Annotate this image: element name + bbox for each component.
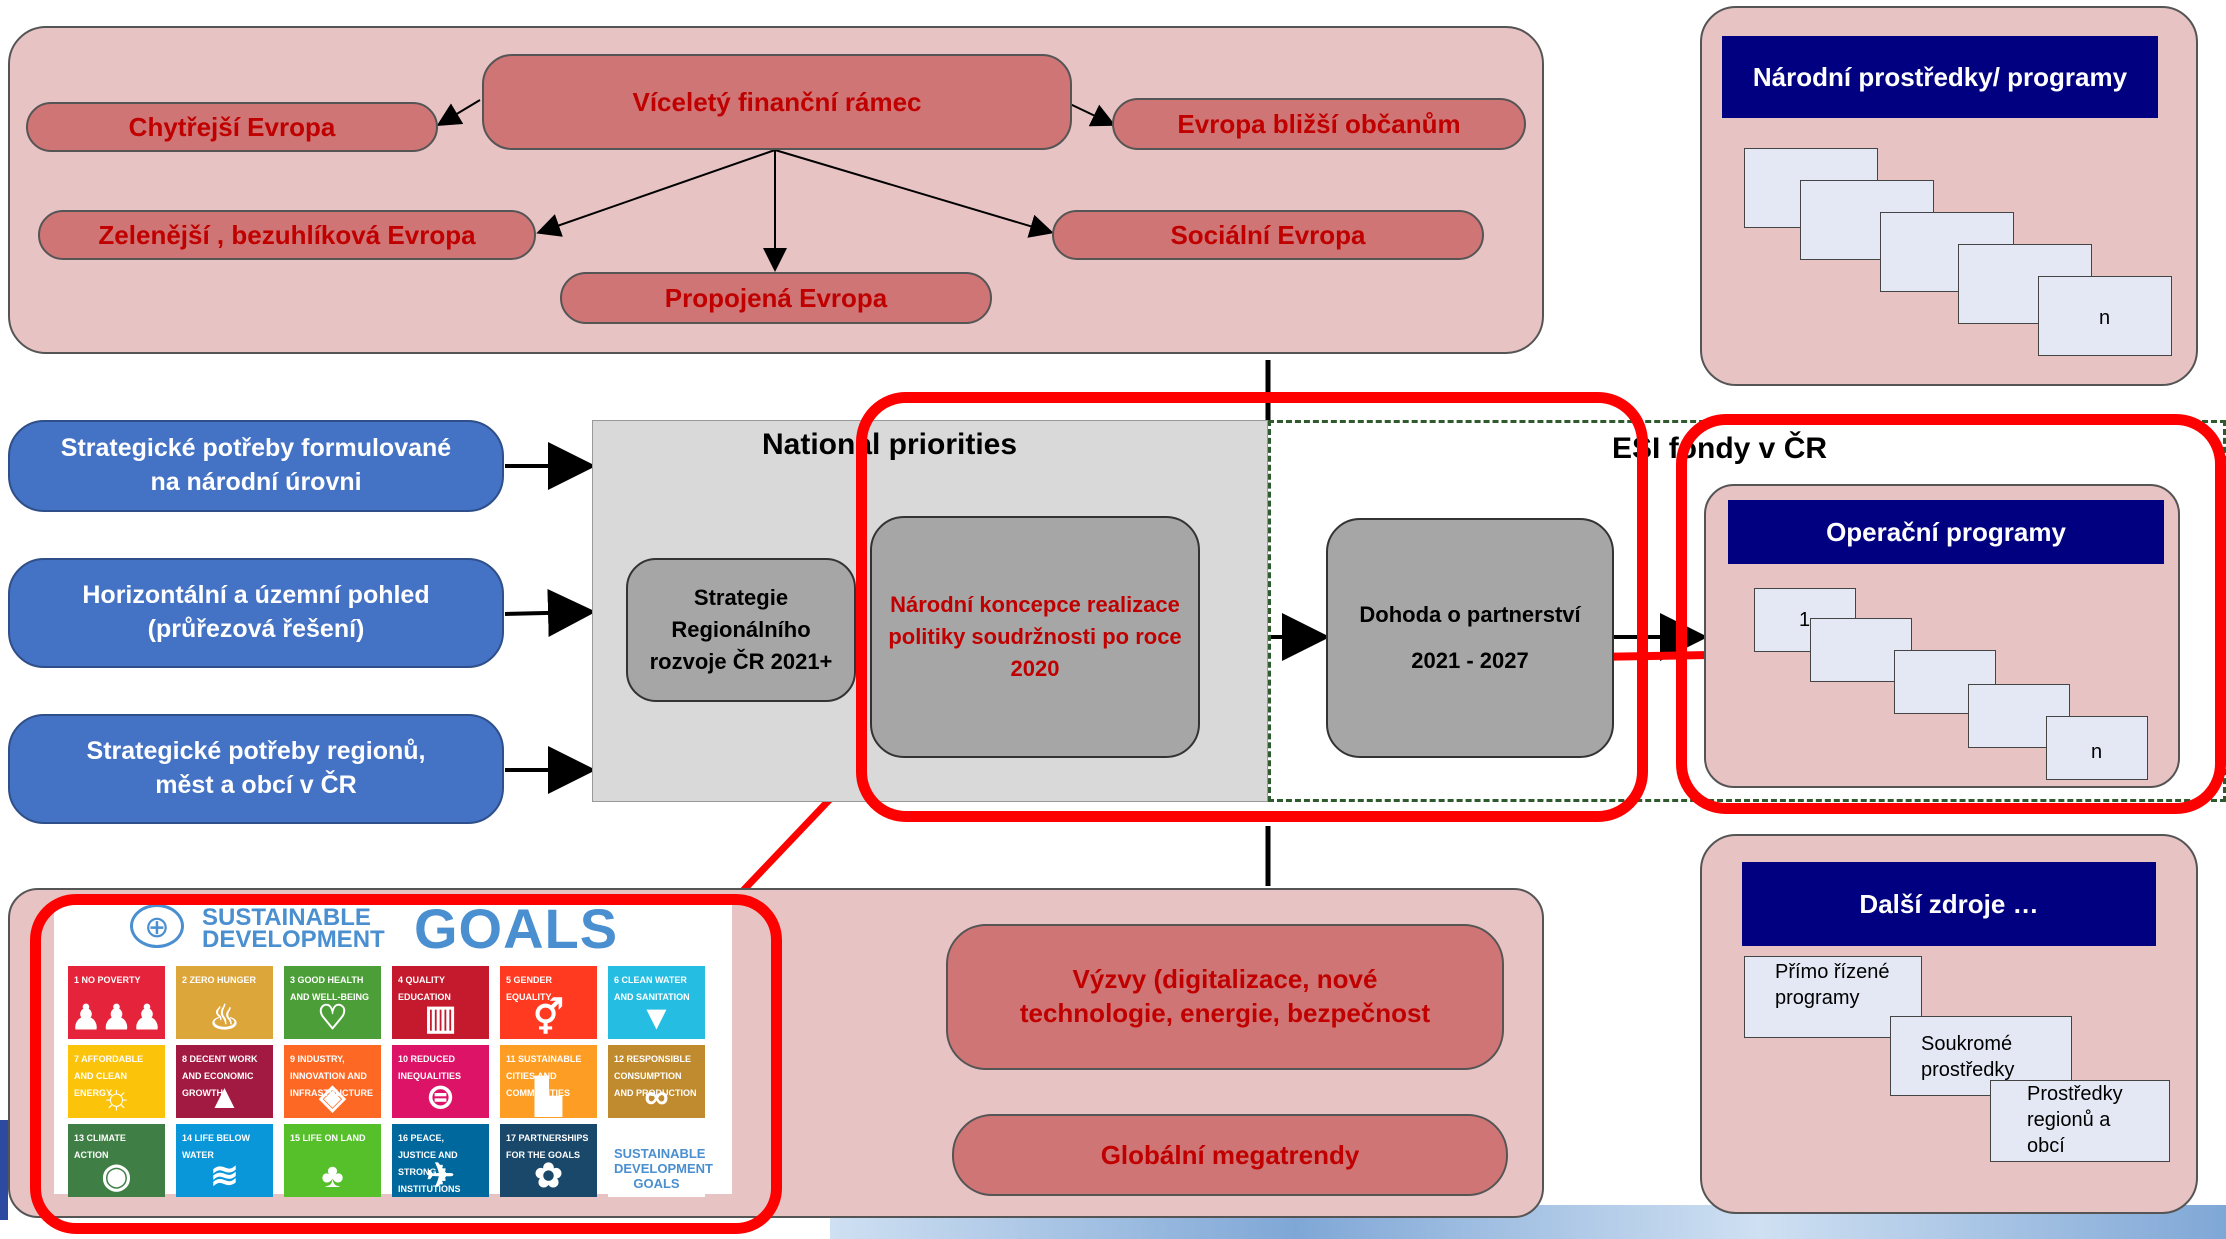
sdg-tile-icon: ⊜ — [426, 1078, 455, 1116]
sdg-tile-5: 5 GENDER EQUALITY⚥ — [500, 966, 597, 1039]
sdg-tile-label: 15 LIFE ON LAND — [290, 1133, 366, 1143]
sdg-tile-label: 11 SUSTAINABLE CITIES AND COMMUNITIES — [506, 1054, 582, 1098]
highlight-frame-sdg — [30, 894, 782, 1234]
goal-smarter-europe: Chytřejší Evropa — [26, 102, 438, 152]
sdg-tile-label: 7 AFFORDABLE AND CLEAN ENERGY — [74, 1054, 144, 1098]
un-emblem-icon: ⊕ — [130, 904, 184, 948]
sdg-tile-3: 3 GOOD HEALTH AND WELL-BEING♡ — [284, 966, 381, 1039]
goal-social-europe: Sociální Evropa — [1052, 210, 1484, 260]
challenges-line2: technologie, energie, bezpečnost — [1019, 998, 1431, 1028]
sdg-banner-line2: DEVELOPMENT — [202, 926, 385, 953]
op-card-number: 1 — [1799, 609, 1811, 631]
sdg-tile-label: 16 PEACE, JUSTICE AND STRONG INSTITUTION… — [398, 1133, 461, 1194]
partnership-agreement-period: 2021 - 2027 — [1411, 648, 1529, 673]
input-regional-needs: Strategické potřeby regionů, měst a obcí… — [8, 714, 504, 824]
sdg-tile-7: 7 AFFORDABLE AND CLEAN ENERGY☼ — [68, 1045, 165, 1118]
sdg-tile-label: 4 QUALITY EDUCATION — [398, 975, 451, 1002]
strategy-box: Strategie Regionálního rozvoje ČR 2021+ — [626, 558, 856, 702]
other-source-private: Soukromé prostředky — [1890, 1016, 2072, 1096]
operational-programmes-title: Operační programy — [1728, 500, 2164, 564]
goal-connected-europe: Propojená Evropa — [560, 272, 992, 324]
sdg-tile-17: 17 PARTNERSHIPS FOR THE GOALS✿ — [500, 1124, 597, 1197]
sdg-tile-label: 3 GOOD HEALTH AND WELL-BEING — [290, 975, 369, 1002]
sdg-tile-icon: ▲ — [207, 1078, 242, 1116]
goal-greener-europe: Zelenější , bezuhlíková Evropa — [38, 210, 536, 260]
sdg-tile-label: 8 DECENT WORK AND ECONOMIC GROWTH — [182, 1054, 258, 1098]
sdg-tile-label: 12 RESPONSIBLE CONSUMPTION AND PRODUCTIO… — [614, 1054, 697, 1098]
sdg-tile-label: 5 GENDER EQUALITY — [506, 975, 553, 1002]
challenges-line1: Výzvy (digitalizace, nové — [1072, 964, 1378, 995]
sdg-tile-label: 17 PARTNERSHIPS FOR THE GOALS — [506, 1133, 589, 1160]
op-card-last: n — [2091, 741, 2103, 763]
sdg-tile-icon: ⚥ — [533, 999, 564, 1037]
sdg-tile-icon: ▥ — [424, 999, 457, 1037]
sdg-tile-logo: SUSTAINABLE DEVELOPMENT GOALS — [608, 1124, 713, 1197]
sdg-tile-4: 4 QUALITY EDUCATION▥ — [392, 966, 489, 1039]
national-funds-title: Národní prostředky/ programy — [1722, 36, 2158, 118]
sdg-tile-icon: ◈ — [319, 1078, 346, 1116]
sdg-tile-icon: ▙ — [535, 1078, 562, 1116]
sdg-tile-label: 9 INDUSTRY, INNOVATION AND INFRASTRUCTUR… — [290, 1054, 373, 1098]
sdg-tile-1: 1 NO POVERTY ♟♟♟ — [68, 966, 165, 1039]
sdg-tile-icon: ✈ — [426, 1157, 455, 1195]
partnership-agreement-label: Dohoda o partnerství — [1359, 601, 1581, 627]
sdg-tile-icon: ∞ — [644, 1078, 669, 1116]
global-megatrends-box: Globální megatrendy — [952, 1114, 1508, 1196]
sdg-tile-6: 6 CLEAN WATER AND SANITATION▼ — [608, 966, 705, 1039]
challenges-box: Výzvy (digitalizace, nové technologie, e… — [946, 924, 1504, 1070]
other-sources-title: Další zdroje … — [1742, 862, 2156, 946]
sdg-tile-icon: ♨ — [209, 999, 240, 1037]
sdg-tile-icon: ♣ — [321, 1157, 344, 1195]
sdg-tile-11: 11 SUSTAINABLE CITIES AND COMMUNITIES▙ — [500, 1045, 597, 1118]
sdg-tile-icon: ☼ — [100, 1078, 133, 1116]
sdg-banner-goals: GOALS — [414, 897, 619, 960]
sdg-tile-icon: ♟♟♟ — [70, 999, 163, 1037]
national-fund-card-n: n — [2038, 276, 2172, 356]
sdg-tile-8: 8 DECENT WORK AND ECONOMIC GROWTH▲ — [176, 1045, 273, 1118]
sdg-tile-label: 6 CLEAN WATER AND SANITATION — [614, 975, 690, 1002]
sdg-tile-12: 12 RESPONSIBLE CONSUMPTION AND PRODUCTIO… — [608, 1045, 705, 1118]
national-fund-card-last: n — [2099, 307, 2111, 329]
sdg-image: ⊕ SUSTAINABLE DEVELOPMENT GOALS 1 NO POV… — [54, 897, 732, 1197]
sdg-tile-14: 14 LIFE BELOW WATER≋ — [176, 1124, 273, 1197]
op-card-n: n — [2046, 716, 2148, 780]
sdg-tile-icon: ▼ — [639, 999, 674, 1037]
mff-center: Víceletý finanční rámec — [482, 54, 1072, 150]
sdg-tile-icon: ≋ — [210, 1157, 239, 1195]
sdg-tile-icon: ♡ — [317, 999, 348, 1037]
input-national-needs: Strategické potřeby formulované na národ… — [8, 420, 504, 512]
sdg-tile-16: 16 PEACE, JUSTICE AND STRONG INSTITUTION… — [392, 1124, 489, 1197]
sdg-tile-label: 13 CLIMATE ACTION — [74, 1133, 126, 1160]
sdg-tile-13: 13 CLIMATE ACTION◉ — [68, 1124, 165, 1197]
sdg-tile-label: 10 REDUCED INEQUALITIES — [398, 1054, 462, 1081]
partnership-agreement-box: Dohoda o partnerství 2021 - 2027 — [1326, 518, 1614, 758]
sdg-tile-label: 1 NO POVERTY — [74, 975, 141, 985]
other-source-regional: Prostředky regionů a obcí — [1990, 1080, 2170, 1162]
sdg-banner-line1: SUSTAINABLE — [202, 904, 371, 931]
sdg-tile-label: 2 ZERO HUNGER — [182, 975, 257, 985]
sdg-tile-2: 2 ZERO HUNGER ♨ — [176, 966, 273, 1039]
left-edge-decoration — [0, 1120, 8, 1220]
sdg-tile-15: 15 LIFE ON LAND ♣ — [284, 1124, 381, 1197]
highlight-frame-national-esi — [856, 392, 1648, 822]
sdg-tile-label: 14 LIFE BELOW WATER — [182, 1133, 251, 1160]
goal-europe-closer-to-citizens: Evropa bližší občanům — [1112, 98, 1526, 150]
national-concept-box: Národní koncepce realizace politiky soud… — [870, 516, 1200, 758]
highlight-frame-operational — [1676, 414, 2226, 814]
sdg-tile-icon: ◉ — [101, 1157, 132, 1195]
input-horizontal-territorial: Horizontální a územní pohled (průřezová … — [8, 558, 504, 668]
sdg-tile-9: 9 INDUSTRY, INNOVATION AND INFRASTRUCTUR… — [284, 1045, 381, 1118]
sdg-tile-icon: ✿ — [534, 1157, 563, 1195]
sdg-tile-label: SUSTAINABLE DEVELOPMENT GOALS — [614, 1146, 713, 1191]
sdg-tile-10: 10 REDUCED INEQUALITIES⊜ — [392, 1045, 489, 1118]
